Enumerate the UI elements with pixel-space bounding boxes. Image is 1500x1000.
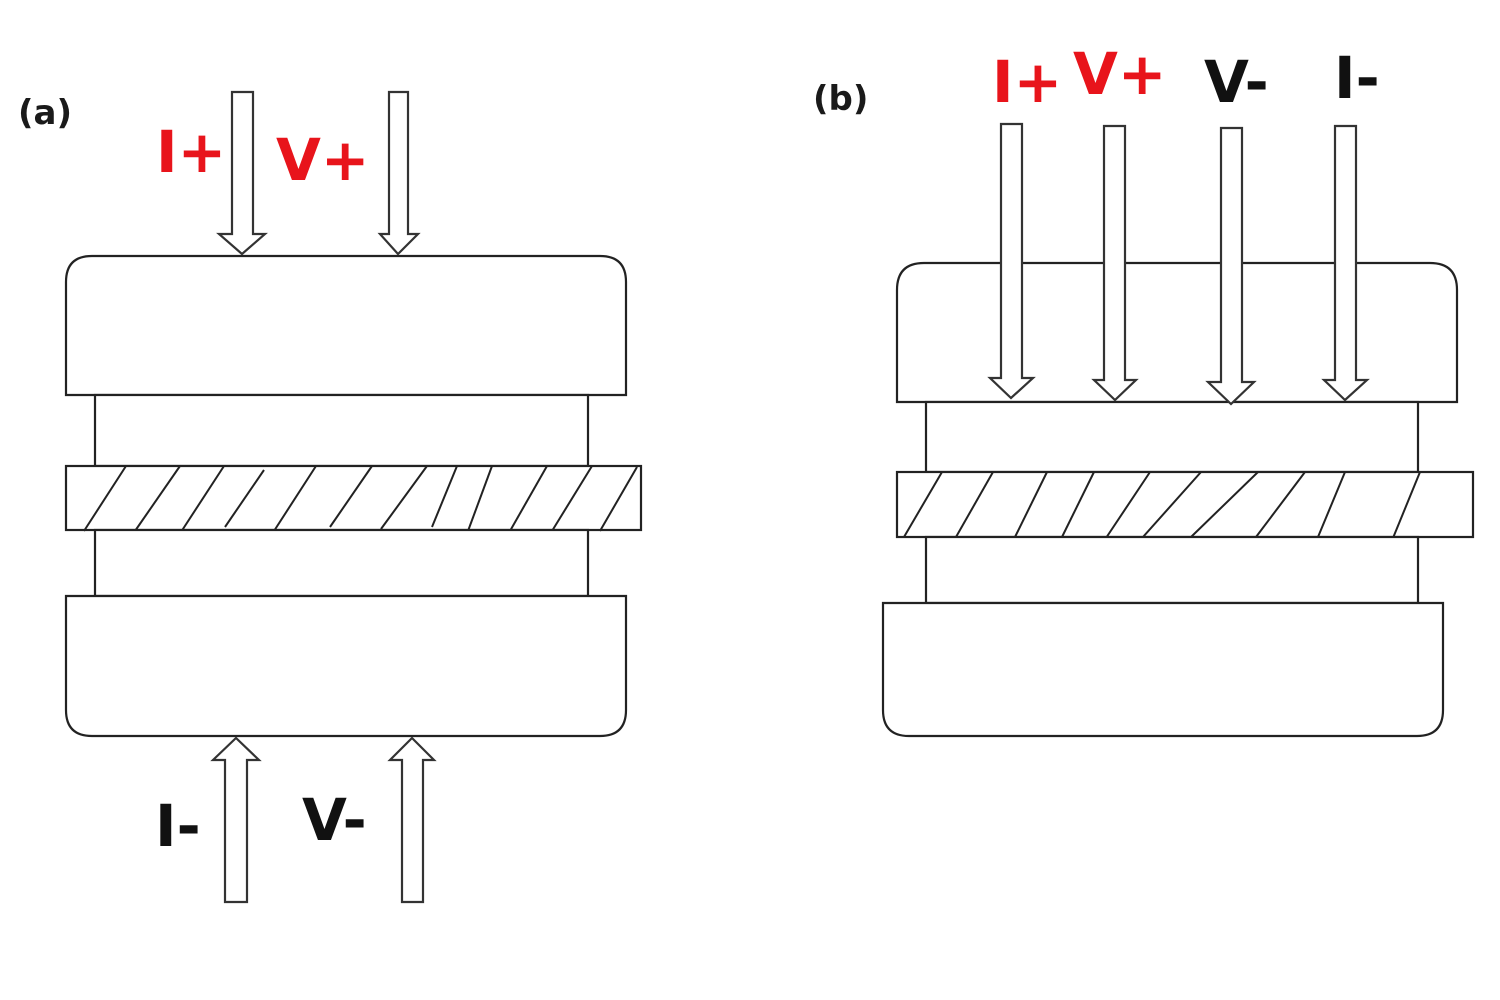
hatch-line — [1014, 471, 1048, 538]
panel-b-label-v-plus: V+ — [1073, 40, 1167, 108]
hatch-line — [134, 465, 181, 532]
hatch-line — [1105, 471, 1151, 539]
panel-b-lower-spacer — [924, 535, 1420, 605]
hatch-line — [1061, 471, 1095, 538]
hatch-line — [1392, 471, 1421, 539]
hatch-line — [509, 465, 548, 532]
panel-b-label: (b) — [813, 79, 868, 119]
panel-b-arrow-down-icon — [987, 122, 1036, 400]
hatch-line — [599, 466, 638, 532]
panel-a-arrow-down-icon — [377, 90, 421, 256]
panel-b-label-i-plus: I+ — [992, 48, 1062, 116]
panel-a-sample-layer — [64, 464, 643, 532]
panel-b-upper-spacer — [924, 400, 1420, 474]
panel-a-upper-spacer — [93, 393, 590, 468]
panel-a-label: (a) — [18, 93, 72, 133]
hatch-line — [273, 465, 317, 532]
panel-b-arrow-down-icon — [1321, 124, 1370, 402]
panel-a-label-v-plus: V+ — [276, 126, 370, 194]
panel-b-arrow-down-icon — [1091, 124, 1139, 402]
hatch-line — [431, 465, 458, 528]
hatch-line — [1255, 471, 1306, 538]
panel-b-label-v-minus: V- — [1204, 48, 1269, 116]
hatch-line — [1190, 471, 1259, 538]
panel-b-arrow-down-icon — [1205, 126, 1257, 406]
panel-a: (a) I+ V+ I- V- — [18, 90, 643, 904]
panel-b-bottom-electrode — [881, 601, 1445, 738]
hatch-line — [329, 465, 373, 528]
panel-b-label-i-minus: I- — [1334, 44, 1380, 112]
panel-a-label-v-minus: V- — [302, 786, 367, 854]
hatch-line — [180, 465, 225, 533]
hatch-line — [467, 465, 493, 532]
panel-a-arrow-up-icon — [387, 736, 437, 904]
hatch-line — [903, 471, 943, 538]
hatch-line — [83, 465, 127, 532]
panel-b: (b) I+ V+ V- I- — [813, 40, 1475, 738]
panel-a-lower-spacer — [93, 528, 590, 598]
panel-b-hatch — [903, 471, 1421, 539]
panel-a-label-i-minus: I- — [155, 792, 201, 860]
panel-a-bottom-electrode — [64, 594, 628, 738]
panel-a-arrow-down-icon — [216, 90, 268, 256]
hatch-line — [551, 465, 593, 532]
hatch-line — [1317, 471, 1346, 538]
panel-b-top-electrode — [895, 261, 1459, 404]
panel-a-hatch — [83, 465, 638, 533]
hatch-line — [380, 465, 428, 530]
panel-a-top-electrode — [64, 254, 628, 397]
panel-b-sample-layer — [895, 470, 1475, 539]
panel-a-arrow-up-icon — [210, 736, 262, 904]
hatch-line — [224, 469, 265, 528]
hatch-line — [1142, 471, 1202, 538]
hatch-line — [955, 471, 994, 538]
panel-a-label-i-plus: I+ — [156, 118, 226, 186]
